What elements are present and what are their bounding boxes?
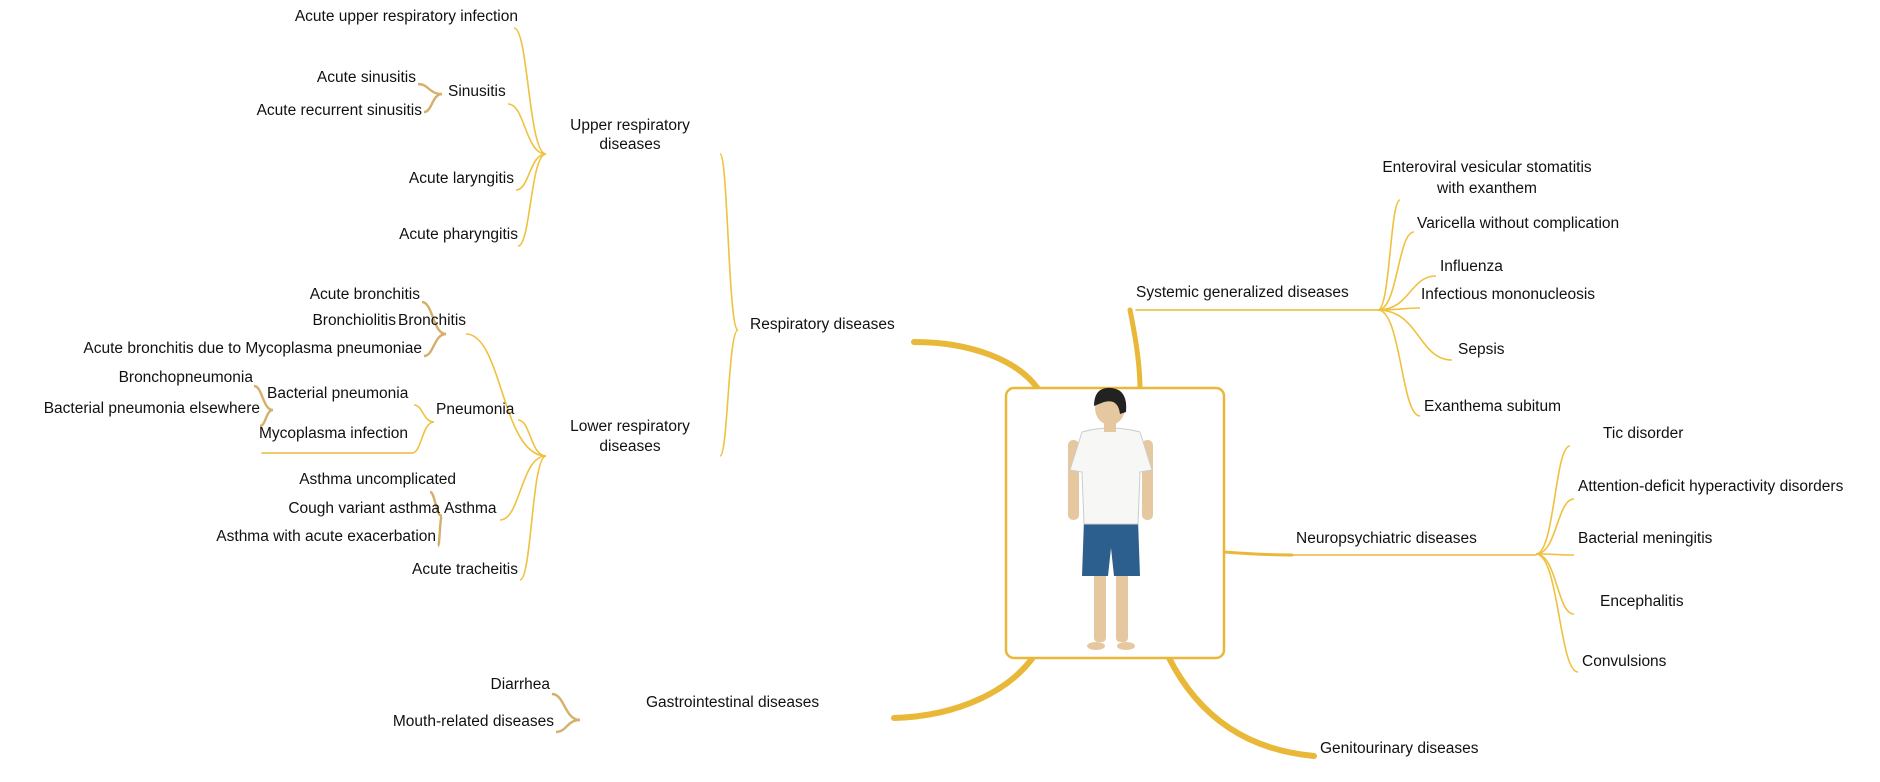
systemic-connector (1377, 199, 1401, 311)
leaf-asthma-uncomplicated[interactable]: Asthma uncomplicated (299, 471, 456, 488)
asthma-connector (436, 514, 444, 548)
upper-respiratory-connector (513, 27, 547, 155)
node-pneumonia[interactable]: Pneumonia (436, 401, 515, 418)
upper-respiratory-connector (517, 153, 547, 247)
leaf-enteroviral-stomatitis[interactable]: Enteroviral vesicular stomatitis (1382, 159, 1592, 176)
branch-systemic (1127, 307, 1143, 393)
leaf-convulsions[interactable]: Convulsions (1582, 653, 1667, 670)
leaf-bronchopneumonia[interactable]: Bronchopneumonia (119, 369, 254, 386)
systemic-connector (1377, 231, 1415, 311)
neuro-connector (1535, 553, 1575, 615)
node-genitourinary-diseases[interactable]: Genitourinary diseases (1320, 740, 1479, 757)
node-upper-respiratory-line2[interactable]: diseases (599, 136, 660, 153)
leaf-acute-sinusitis[interactable]: Acute sinusitis (317, 69, 416, 86)
systemic-connector (1377, 309, 1453, 361)
child-figure-icon (1068, 387, 1153, 650)
upper-respiratory-connector (515, 153, 547, 191)
bacterial-pneumonia-connector (259, 408, 274, 428)
respiratory-connector (719, 153, 739, 331)
leaf-tic-disorder[interactable]: Tic disorder (1603, 425, 1683, 442)
leaf-acute-upper-respiratory-infection[interactable]: Acute upper respiratory infection (295, 8, 518, 25)
bronchitis-connector (423, 332, 447, 358)
lower-respiratory-connector (465, 333, 547, 457)
node-asthma[interactable]: Asthma (444, 500, 497, 517)
leaf-acute-bronchitis[interactable]: Acute bronchitis (310, 286, 421, 303)
leaf-acute-tracheitis[interactable]: Acute tracheitis (412, 561, 518, 578)
leaf-varicella[interactable]: Varicella without complication (1417, 215, 1619, 232)
node-lower-respiratory-line2[interactable]: diseases (599, 438, 660, 455)
leaf-infectious-mononucleosis[interactable]: Infectious mononucleosis (1421, 286, 1595, 303)
node-bronchitis[interactable]: Bronchitis (398, 312, 466, 329)
pneumonia-connector (413, 404, 435, 423)
leaf-encephalitis[interactable]: Encephalitis (1600, 593, 1684, 610)
pneumonia-connector (411, 421, 435, 454)
node-respiratory-diseases[interactable]: Respiratory diseases (750, 316, 895, 333)
leaf-mycoplasma-infection[interactable]: Mycoplasma infection (259, 425, 408, 442)
branch-neuro (1222, 550, 1294, 557)
neuro-connector (1535, 445, 1571, 555)
leaf-acute-pharyngitis[interactable]: Acute pharyngitis (399, 226, 518, 243)
node-systemic-generalized-diseases[interactable]: Systemic generalized diseases (1136, 284, 1349, 301)
leaf-diarrhea[interactable]: Diarrhea (491, 676, 551, 693)
gastro-connector (551, 692, 581, 722)
asthma-connector (429, 490, 443, 518)
leaf-sepsis[interactable]: Sepsis (1458, 341, 1505, 358)
neuro-connector (1535, 498, 1575, 555)
leaf-bronchitis-mycoplasma[interactable]: Acute bronchitis due to Mycoplasma pneum… (83, 340, 422, 357)
neuro-connector (1535, 553, 1579, 673)
node-neuropsychiatric-diseases[interactable]: Neuropsychiatric diseases (1296, 530, 1477, 547)
upper-respiratory-connector (507, 103, 547, 155)
sinusitis-connector (417, 82, 443, 96)
lower-respiratory-connector (517, 419, 547, 457)
leaf-acute-laryngitis[interactable]: Acute laryngitis (409, 170, 514, 187)
leaf-acute-recurrent-sinusitis[interactable]: Acute recurrent sinusitis (257, 102, 423, 119)
leaf-cough-variant-asthma[interactable]: Cough variant asthma (288, 500, 440, 517)
leaf-asthma-acute-exacerbation[interactable]: Asthma with acute exacerbation (216, 528, 436, 545)
lower-respiratory-connector (519, 455, 547, 581)
node-lower-respiratory[interactable]: Lower respiratory (570, 418, 690, 435)
systemic-connector (1377, 309, 1421, 417)
leaf-exanthema-subitum[interactable]: Exanthema subitum (1424, 398, 1561, 415)
branch-respiratory (911, 339, 1043, 395)
leaf-bacterial-pneumonia-elsewhere[interactable]: Bacterial pneumonia elsewhere (44, 400, 260, 417)
sinusitis-connector (423, 92, 443, 114)
respiratory-connector (719, 329, 739, 457)
leaf-mouth-related-diseases[interactable]: Mouth-related diseases (393, 713, 554, 730)
center-node[interactable] (1004, 386, 1226, 660)
connector-lines (253, 27, 1579, 759)
leaf-enteroviral-stomatitis-line2[interactable]: with exanthem (1436, 180, 1537, 197)
branch-genitourinary (1165, 653, 1317, 759)
lower-respiratory-connector (499, 455, 547, 521)
leaf-bronchiolitis[interactable]: Bronchiolitis (312, 312, 396, 329)
gastro-connector (555, 718, 581, 734)
leaf-adhd[interactable]: Attention-deficit hyperactivity disorder… (1578, 478, 1844, 495)
leaf-bacterial-meningitis[interactable]: Bacterial meningitis (1578, 530, 1713, 547)
node-upper-respiratory[interactable]: Upper respiratory (570, 117, 690, 134)
node-sinusitis[interactable]: Sinusitis (448, 83, 506, 100)
leaf-influenza[interactable]: Influenza (1440, 258, 1503, 275)
node-bacterial-pneumonia[interactable]: Bacterial pneumonia (267, 385, 409, 402)
node-gastrointestinal-diseases[interactable]: Gastrointestinal diseases (646, 694, 819, 711)
bronchitis-connector (421, 300, 447, 336)
branch-gastro (891, 653, 1037, 721)
systemic-connector (1377, 275, 1437, 311)
neuro-connector (1535, 553, 1575, 556)
